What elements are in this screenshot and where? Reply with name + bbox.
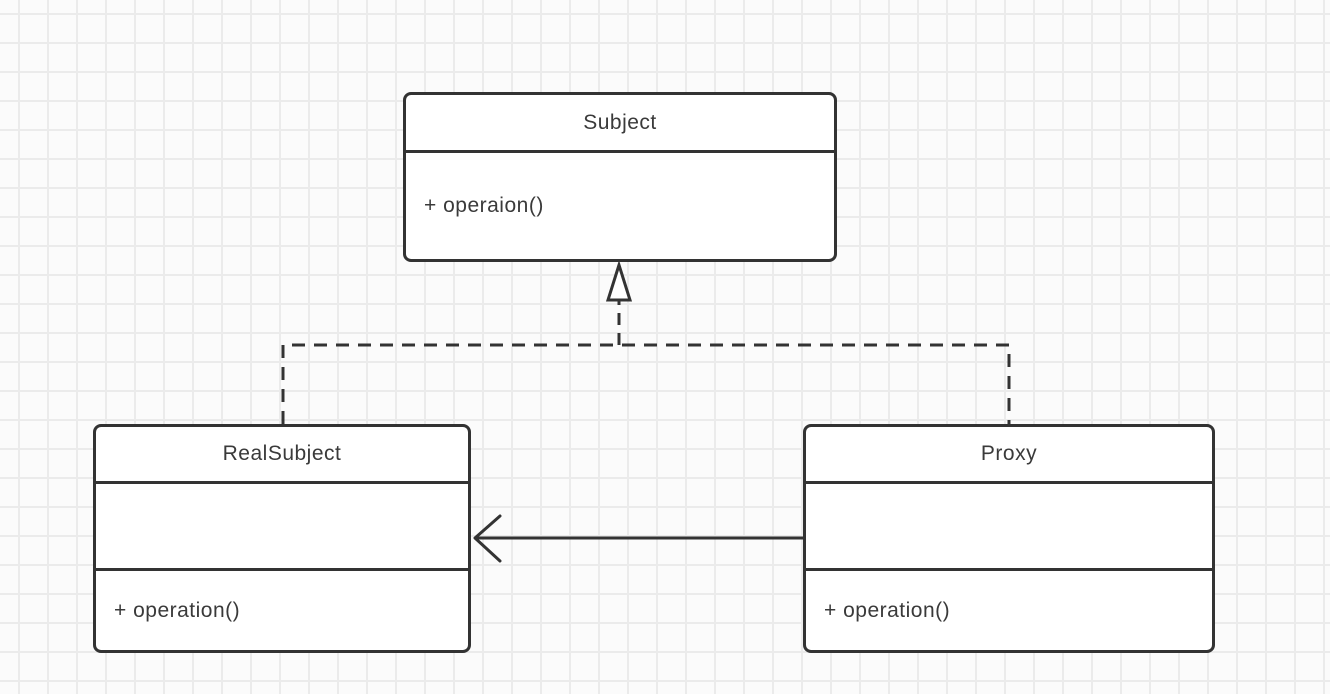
class-title-compartment: Proxy	[806, 427, 1212, 484]
class-name-label: Subject	[583, 110, 657, 134]
class-box-realsubject[interactable]: RealSubject + operation()	[93, 424, 471, 653]
class-attributes-compartment	[96, 484, 468, 571]
operation-label: + operation()	[824, 598, 951, 622]
class-operations-compartment: + operation()	[96, 571, 468, 650]
operation-label: + operaion()	[424, 194, 544, 217]
class-operations-compartment: + operation()	[806, 571, 1212, 650]
open-arrowhead-icon[interactable]	[473, 514, 502, 563]
operation-label: + operation()	[114, 598, 241, 622]
hollow-triangle-arrowhead-icon[interactable]	[605, 259, 633, 302]
class-operations-compartment: + operaion()	[406, 153, 834, 259]
class-title-compartment: Subject	[406, 95, 834, 153]
class-name-label: Proxy	[980, 442, 1038, 465]
realization-connector-dashed-bus[interactable]	[281, 343, 1011, 424]
class-box-proxy[interactable]: Proxy + operation()	[803, 424, 1215, 653]
class-attributes-compartment	[806, 484, 1212, 571]
class-title-compartment: RealSubject	[96, 427, 468, 484]
class-box-subject[interactable]: Subject + operaion()	[403, 92, 837, 262]
class-name-label: RealSubject	[222, 442, 342, 465]
